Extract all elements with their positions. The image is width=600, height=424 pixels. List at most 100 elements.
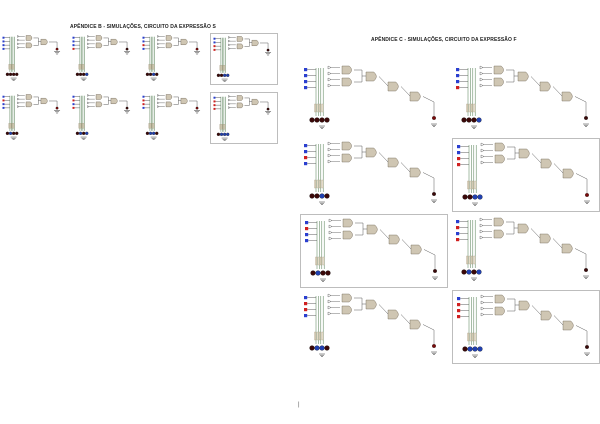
led-icon [432,192,436,196]
circuit-schematic [305,218,438,282]
circuit-schematic [72,35,131,81]
resistor-icon [322,256,325,266]
resistor-icon [80,64,82,70]
logic-gate-icon [409,319,421,330]
logic-gate-icon [409,167,421,178]
switch-icon [72,47,75,50]
led-icon [195,106,199,110]
ground-icon [221,137,228,141]
wire [423,249,436,256]
switch-icon [457,309,461,313]
wire [422,172,435,179]
logic-gate-icon [493,217,504,227]
resistor-icon [468,255,471,265]
ground-icon [584,352,590,356]
switch-icon [142,103,145,106]
ground-icon [472,202,478,206]
wire [530,76,541,87]
ground-icon [319,201,325,205]
resistor-icon [148,64,150,70]
led-icon [462,346,468,352]
led-icon [324,193,330,199]
led-icon [15,72,19,76]
wire [401,239,412,250]
led-icon [315,270,321,276]
inverter-icon [479,71,484,76]
resistor-icon [316,179,319,189]
resistor-icon [472,180,474,190]
logic-gate-icon [25,101,33,108]
resistor-icon [81,123,83,129]
resistor-icon [224,124,226,130]
inverter-icon [327,311,332,316]
switch-icon [456,86,460,90]
logic-gate-icon [342,230,353,240]
switch-icon [456,232,460,236]
simulation-panel [210,33,278,85]
inverter-icon [328,218,333,223]
simulation-panel [300,62,446,134]
ground-icon [10,77,17,81]
inverter-icon [479,223,484,228]
simulation-panel [300,138,446,210]
resistor-icon [472,332,474,342]
logic-gate-icon [180,98,188,104]
resistor-icon [471,255,473,265]
led-icon [324,117,330,123]
circuit-schematic [2,35,61,81]
led-icon [461,269,467,275]
led-icon [584,268,588,272]
circuit-schematic [456,65,589,129]
switch-icon [2,47,5,50]
switch-icon [213,45,216,48]
switch-icon [142,95,145,98]
wire [575,325,588,332]
resistor-icon [473,255,476,265]
wire [531,153,542,164]
wire [422,324,435,331]
inverter-icon [157,38,160,42]
logic-gate-icon [236,36,244,42]
inverter-icon [157,46,160,49]
switch-icon [72,36,75,39]
inverter-icon [17,35,20,38]
switch-icon [213,37,216,40]
inverter-icon [228,106,231,109]
resistor-icon [467,332,470,342]
logic-gate-icon [341,293,352,303]
switch-icon [304,68,308,72]
page-apendice-b: APÊNDICE B - SIMULAÇÕES, CIRCUITO DA EXP… [0,0,290,424]
logic-gate-icon [493,65,504,75]
simulation-panel [300,214,448,288]
ground-icon [319,353,325,357]
resistor-icon [319,331,321,341]
logic-gate-icon [236,102,244,109]
resistor-icon [150,123,152,129]
inverter-icon [327,147,332,152]
logic-gate-icon [539,233,551,244]
inverter-icon [480,148,485,153]
logic-gate-icon [517,71,529,82]
logic-gate-icon [540,158,552,169]
logic-gate-icon [341,305,352,315]
led-icon [476,269,482,275]
inverter-icon [327,159,332,164]
ground-icon [319,125,325,129]
led-icon [432,116,436,120]
wire [379,229,390,240]
inverter-icon [327,141,332,146]
ground-icon [431,123,437,127]
led-icon [314,117,320,123]
switch-icon [304,74,308,78]
led-icon [12,131,16,135]
switch-icon [456,226,460,230]
logic-gate-icon [409,91,421,102]
logic-gate-icon [236,95,244,101]
resistor-icon [321,103,324,113]
led-icon [314,193,320,199]
led-icon [471,117,477,123]
led-icon [152,131,156,135]
led-icon [477,194,483,200]
wire [531,305,542,316]
ground-icon [54,51,61,55]
